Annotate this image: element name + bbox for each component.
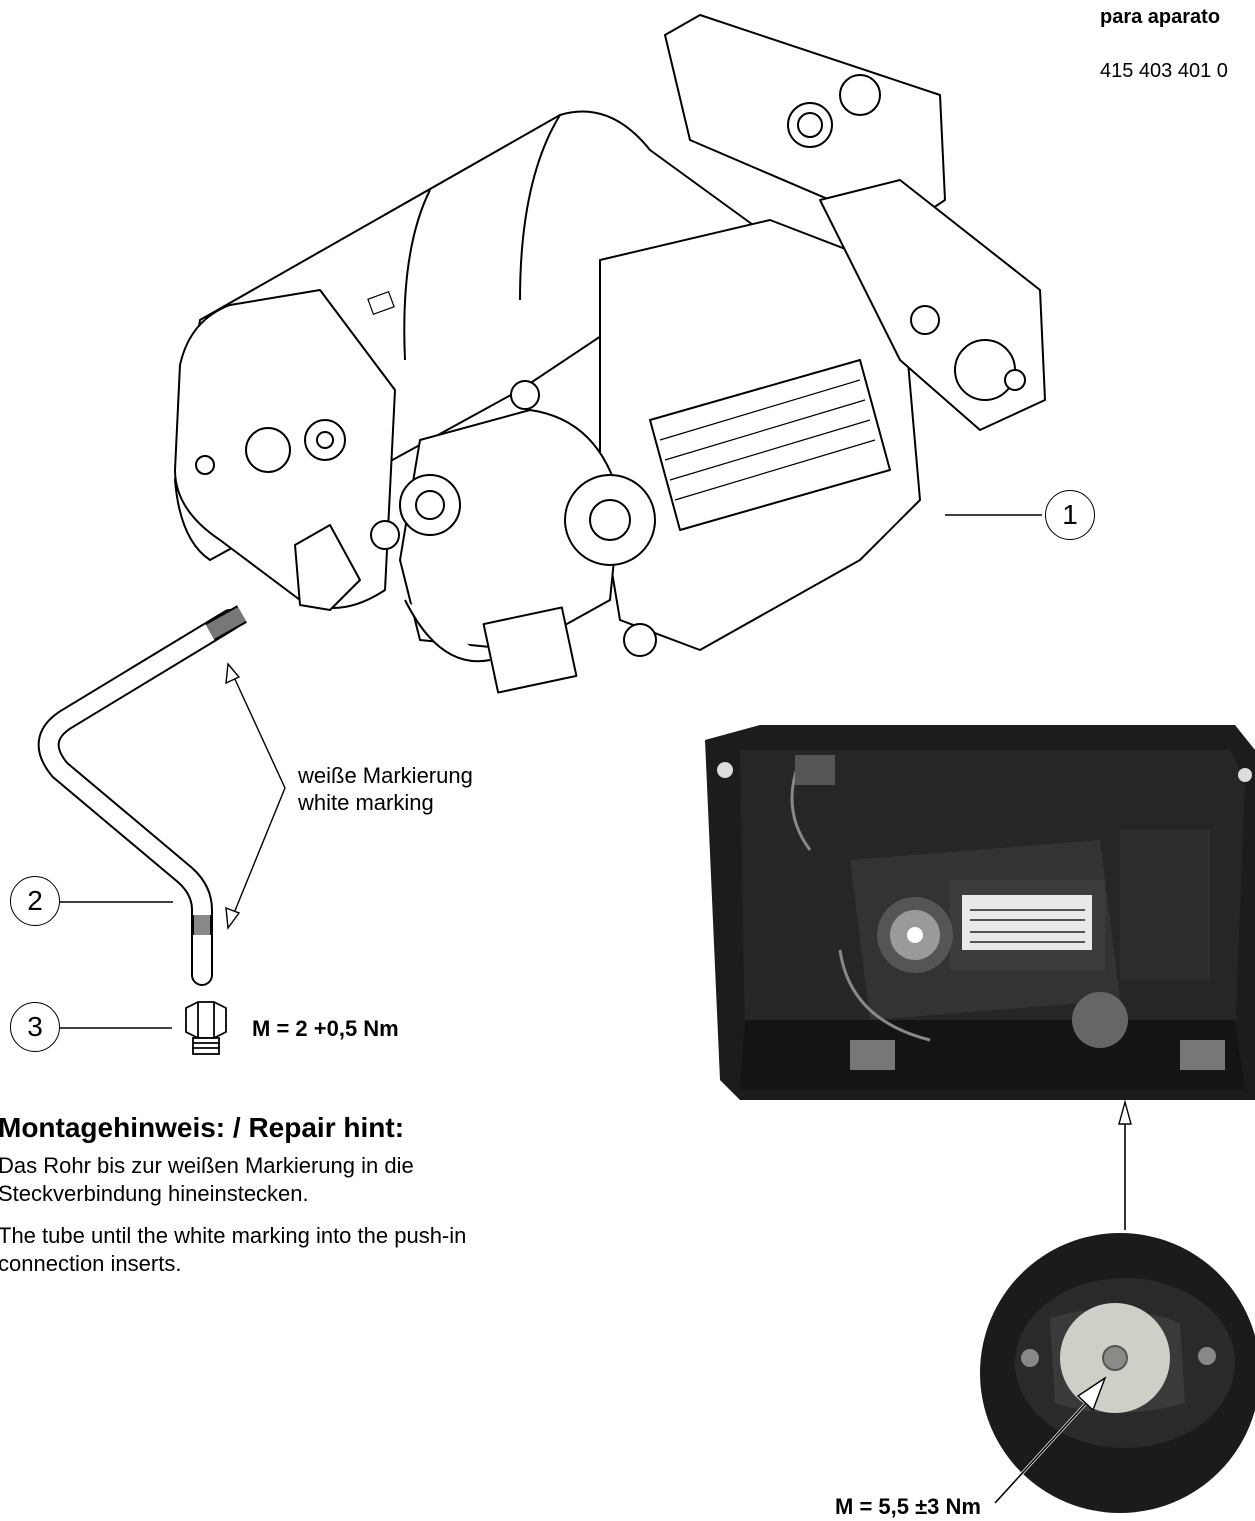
note-en-line1: The tube until the white marking into th… [0,1223,467,1248]
tube-drawing [37,605,286,986]
note-de-line1: Das Rohr bis zur weißen Markierung in di… [0,1153,414,1178]
header-title: para aparato [1100,6,1221,28]
marking-label: weiße Markierung white marking [298,762,473,816]
note-de-line2: Steckverbindung hineinstecken. [0,1181,309,1206]
marking-label-en: white marking [298,790,434,815]
housing-photo [700,720,1255,1105]
detail-photo [980,1233,1255,1513]
marking-label-de: weiße Markierung [298,763,473,788]
callout-1: 1 [1045,490,1095,540]
callout-2: 2 [10,876,60,926]
note-de: Das Rohr bis zur weißen Markierung in di… [0,1152,414,1208]
note-en-line2: connection inserts. [0,1251,182,1276]
callout-2-leader [60,901,173,903]
mount-torque: M = 5,5 ±3 Nm [835,1494,981,1519]
callout-1-leader [945,514,1042,516]
note-en: The tube until the white marking into th… [0,1222,466,1278]
detail-arrow [1118,1100,1132,1230]
compressor-drawing [174,14,1046,694]
callout-3-leader [60,1027,172,1029]
callout-2-number: 2 [27,885,43,916]
callout-3: 3 [10,1002,60,1052]
fitting-torque: M = 2 +0,5 Nm [252,1016,399,1041]
fitting-drawing [185,1001,227,1055]
part-number: 415 403 401 0 [1100,60,1228,82]
callout-1-number: 1 [1062,499,1078,530]
callout-3-number: 3 [27,1011,43,1042]
note-title: Montagehinweis: / Repair hint: [0,1112,405,1143]
